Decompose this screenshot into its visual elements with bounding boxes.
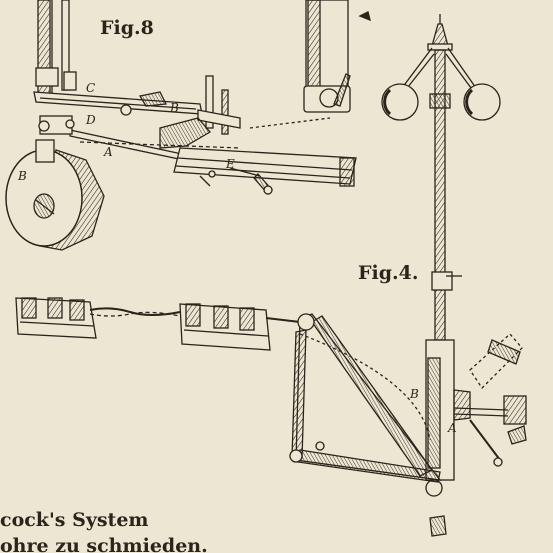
twisted-rod	[89, 307, 181, 316]
caption-line-1: cock's System	[0, 509, 149, 531]
hanging-bracket	[303, 0, 371, 113]
fig4-spindle	[434, 49, 446, 341]
label-b-fig4: B	[409, 387, 419, 401]
label-b-arm: B	[169, 101, 179, 115]
label-c: C	[86, 81, 95, 95]
fig8-title: Fig.8	[100, 17, 154, 39]
fig8-wheel	[5, 139, 105, 251]
fig4-ball-right	[463, 83, 501, 121]
forging-rail	[15, 297, 442, 483]
label-a-fig4: A	[447, 421, 457, 435]
label-b-wheel: B	[17, 169, 27, 183]
label-e: E	[225, 157, 235, 171]
fig4-governor	[381, 14, 527, 537]
label-a-link: A	[103, 145, 113, 159]
caption-line-2: ohre zu schmieden.	[0, 535, 208, 553]
fig8-bed	[173, 147, 357, 185]
fig4-title: Fig.4.	[358, 262, 418, 284]
fig8-machine	[5, 0, 357, 251]
fig4-ball-left	[381, 83, 419, 121]
label-d: D	[85, 113, 96, 127]
